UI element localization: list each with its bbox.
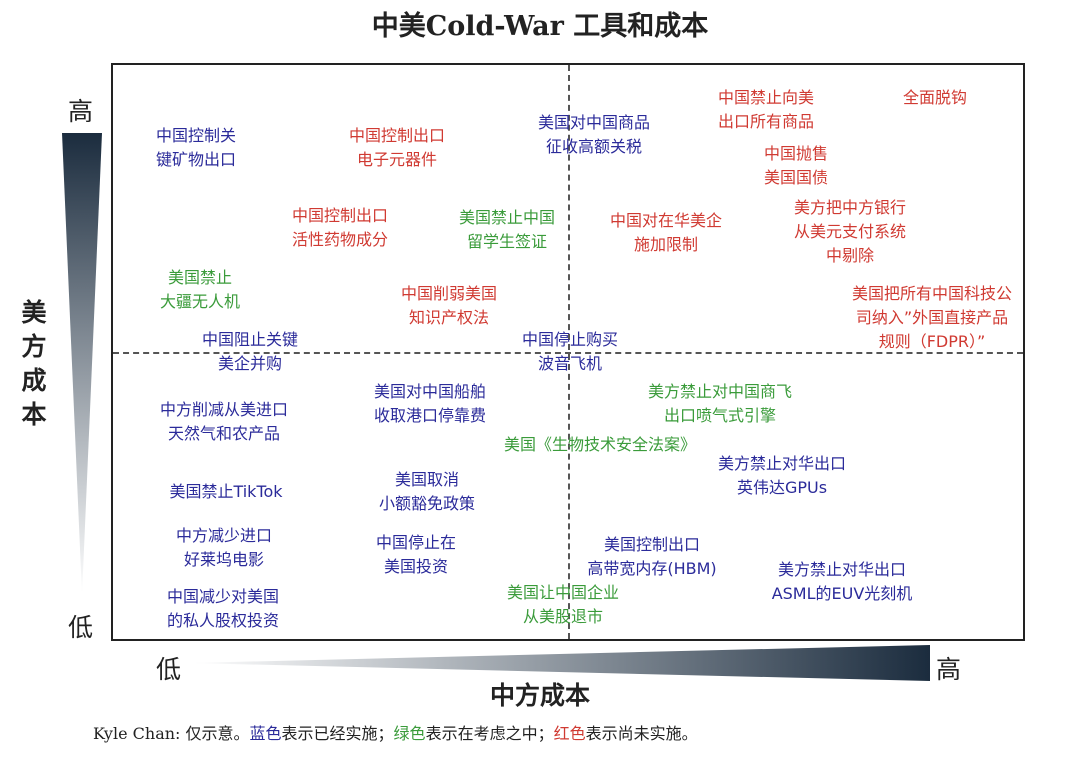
policy-item: 中国对在华美企 施加限制	[609, 211, 723, 254]
policy-item: 中国禁止向美 出口所有商品	[717, 88, 815, 131]
footer-prefix: Kyle Chan: 仅示意。	[93, 724, 250, 743]
quadrant-frame	[111, 63, 1025, 641]
policy-item: 美国禁止中国 留学生签证	[458, 208, 556, 251]
policy-item: 美方禁止对华出口 英伟达GPUs	[717, 454, 847, 497]
x-low-label: 低	[156, 655, 182, 684]
policy-item: 美国禁止TikTok	[169, 482, 283, 501]
policy-item: 美国对中国船舶 收取港口停靠费	[373, 382, 487, 425]
policy-item: 中国抛售 美国国债	[763, 144, 829, 187]
policy-item: 美方把中方银行 从美元支付系统 中剔除	[793, 198, 907, 265]
y-high-label: 高	[68, 97, 94, 126]
policy-item: 中国停止在 美国投资	[375, 533, 457, 576]
y-low-label: 低	[68, 613, 94, 642]
policy-item: 中方减少进口 好莱坞电影	[175, 526, 273, 569]
y-axis-gradient-triangle	[62, 133, 102, 595]
x-axis-label: 中方成本	[489, 681, 590, 710]
policy-item: 美国对中国商品 征收高额关税	[537, 113, 651, 156]
footer-red: 红色	[553, 724, 586, 743]
policy-item: 美国把所有中国科技公 司纳入”外国直接产品 规则（FDPR）”	[851, 284, 1013, 351]
footer-blue-suffix: 表示已经实施；	[281, 724, 394, 743]
policy-item: 中国削弱美国 知识产权法	[400, 284, 498, 327]
footer-green-suffix: 表示在考虑之中；	[425, 724, 554, 743]
legend-footer: Kyle Chan: 仅示意。蓝色表示已经实施；绿色表示在考虑之中；红色表示尚未…	[93, 720, 698, 744]
policy-item: 美方禁止对中国商飞 出口喷气式引擎	[647, 382, 793, 425]
policy-item: 美国取消 小额豁免政策	[378, 470, 476, 513]
footer-green: 绿色	[393, 724, 426, 743]
footer-blue: 蓝色	[249, 724, 282, 743]
footer-red-suffix: 表示尚未实施。	[585, 724, 698, 743]
policy-item: 中国控制出口 活性药物成分	[291, 206, 389, 249]
policy-item: 全面脱钩	[902, 88, 968, 107]
policy-item: 美国让中国企业 从美股退市	[506, 583, 620, 626]
policy-item: 中方削减从美进口 天然气和农产品	[159, 400, 289, 443]
policy-item: 美方禁止对华出口 ASML的EUV光刻机	[771, 560, 913, 603]
policy-item: 中国停止购买 波音飞机	[521, 330, 619, 373]
policy-item: 中国控制关 键矿物出口	[155, 126, 237, 169]
x-axis-gradient-triangle	[190, 645, 930, 681]
y-axis-label: 美方成本	[21, 298, 47, 429]
policy-item: 美国《生物技术安全法案》	[503, 435, 697, 454]
policy-item: 中国减少对美国 的私人股权投资	[166, 587, 280, 630]
policy-item: 中国阻止关键 美企并购	[201, 330, 299, 373]
policy-item: 美国禁止 大疆无人机	[159, 268, 241, 311]
horizontal-divider	[113, 352, 1023, 354]
x-high-label: 高	[936, 655, 962, 684]
policy-item: 美国控制出口 高带宽内存(HBM)	[587, 535, 717, 578]
policy-item: 中国控制出口 电子元器件	[348, 126, 446, 169]
page-title: 中美Cold-War 工具和成本	[371, 11, 709, 42]
